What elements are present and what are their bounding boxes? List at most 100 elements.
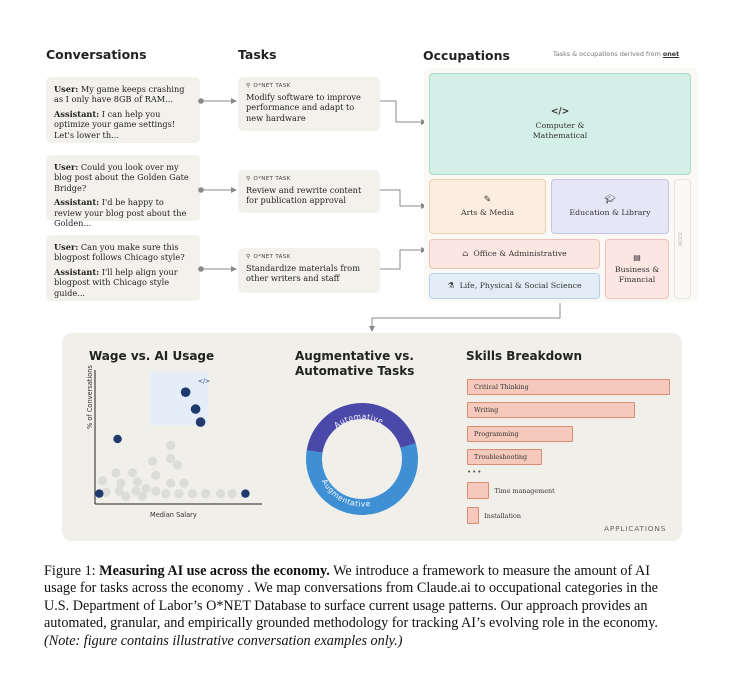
flask-icon: ⚗ bbox=[447, 281, 455, 290]
wage-chart-title: Wage vs. AI Usage bbox=[89, 349, 215, 363]
code-icon: </> bbox=[550, 107, 570, 117]
occupation-computer-mathematical: </> Computer & Mathematical bbox=[429, 73, 691, 175]
occupation-office-administrative: ⌂ Office & Administrative bbox=[429, 239, 600, 269]
scatter-point bbox=[166, 440, 176, 451]
highlight-point bbox=[95, 489, 104, 498]
caption-body: We introduce a framework to measure the … bbox=[44, 563, 658, 632]
donut-slice-automative bbox=[306, 403, 416, 453]
donut-slice-augmentative bbox=[306, 443, 418, 515]
skills-chart-title: Skills Breakdown bbox=[466, 349, 583, 363]
skill-label: Writing bbox=[474, 406, 499, 414]
arrow-head-icon bbox=[369, 326, 375, 332]
arrow-head-icon bbox=[231, 266, 237, 272]
connector-dot bbox=[198, 187, 204, 193]
scatter-point bbox=[200, 489, 211, 499]
arrow-head-icon bbox=[231, 98, 237, 104]
augment-chart-title: Augmentative vs. Automative Tasks bbox=[295, 349, 414, 379]
user-label: User: bbox=[54, 162, 79, 172]
scatter-point bbox=[116, 478, 126, 488]
connector-line bbox=[380, 100, 426, 123]
skill-label: Troubleshooting bbox=[474, 453, 528, 461]
occupation-education-library: 🎓︎ Education & Library bbox=[551, 179, 669, 234]
scatter-point bbox=[151, 486, 161, 496]
skill-bar bbox=[467, 402, 636, 418]
user-message: My game keeps crashing as I only have 8G… bbox=[54, 84, 185, 105]
skill-bar bbox=[467, 426, 573, 442]
scatter-point bbox=[172, 460, 182, 470]
caption-note: (Note: figure contains illustrative conv… bbox=[44, 632, 403, 649]
occupation-label: Business & Financial bbox=[614, 265, 660, 284]
scatter-point bbox=[137, 491, 148, 501]
scatter-point bbox=[187, 489, 197, 499]
scatter-point bbox=[215, 489, 226, 499]
skills-ellipsis: ••• bbox=[467, 468, 483, 476]
scatter-point bbox=[161, 489, 171, 499]
skill-bar bbox=[467, 449, 543, 465]
assistant-label: Assistant: bbox=[54, 197, 100, 208]
task-tag: O*NET TASK bbox=[253, 83, 291, 89]
scatter-point bbox=[98, 476, 108, 486]
augment-title-line1: Augmentative vs. bbox=[295, 349, 414, 363]
onet-logo: onet bbox=[662, 50, 680, 58]
scatter-point bbox=[131, 486, 141, 496]
scatter-point bbox=[151, 470, 161, 480]
augmentative-label: Augmentative bbox=[320, 478, 371, 509]
connector-line bbox=[371, 303, 561, 330]
tasks-header: Tasks bbox=[238, 47, 277, 62]
skill-bar bbox=[467, 379, 670, 395]
highlight-point bbox=[241, 489, 250, 498]
task-card-3: ⚲O*NET TASK Standardize materials from o… bbox=[238, 248, 380, 293]
conversations-header: Conversations bbox=[46, 47, 147, 62]
wrench-icon: ⚲ bbox=[246, 254, 251, 260]
connector-dot bbox=[198, 98, 204, 104]
occupation-small-cell: OCCU bbox=[674, 179, 691, 299]
occupation-label: Office & Administrative bbox=[473, 249, 567, 258]
occupation-label: Arts & Media bbox=[460, 208, 515, 217]
user-message: Can you make sure this blogpost follows … bbox=[54, 242, 185, 263]
highlight-point bbox=[113, 434, 122, 444]
highlight-region bbox=[150, 372, 208, 425]
skill-bar bbox=[467, 482, 490, 499]
connector-dot bbox=[198, 266, 204, 272]
code-icon: </> bbox=[198, 378, 210, 385]
arrow-head-icon bbox=[231, 187, 237, 193]
scatter-point bbox=[174, 489, 184, 499]
task-card-1: ⚲O*NET TASK Modify software to improve p… bbox=[238, 77, 380, 131]
scatter-point bbox=[179, 478, 189, 488]
assistant-message: I'd be happy to review your blog post ab… bbox=[54, 197, 187, 229]
brush-icon: ✎ bbox=[483, 195, 492, 205]
skill-bar bbox=[467, 507, 480, 524]
wage-chart-xlabel: Median Salary bbox=[150, 511, 197, 519]
occupations-header: Occupations bbox=[423, 48, 510, 63]
task-tag: O*NET TASK bbox=[253, 176, 291, 182]
skill-label: Programming bbox=[474, 430, 519, 438]
scatter-point bbox=[227, 489, 237, 499]
conversation-card-2: User: Could you look over my blog post a… bbox=[46, 155, 200, 228]
assistant-label: Assistant: bbox=[54, 108, 100, 119]
highlight-point bbox=[190, 404, 201, 414]
graduation-cap-icon: 🎓︎ bbox=[604, 195, 616, 205]
highlight-point bbox=[180, 387, 191, 397]
task-text: Modify software to improve performance a… bbox=[246, 92, 361, 123]
scatter-point bbox=[166, 478, 176, 488]
scatter-point bbox=[166, 453, 176, 464]
assistant-message: I can help you optimize your game settin… bbox=[54, 108, 176, 140]
connector-line bbox=[380, 249, 426, 270]
assistant-label: Assistant: bbox=[54, 266, 100, 277]
augment-title-line2: Automative Tasks bbox=[295, 364, 415, 378]
scatter-point bbox=[132, 477, 143, 487]
skill-label: Critical Thinking bbox=[474, 383, 529, 391]
user-label: User: bbox=[54, 84, 79, 94]
occupation-small-label: OCCU bbox=[679, 231, 685, 247]
wrench-icon: ⚲ bbox=[246, 176, 251, 182]
occupation-business-financial: ▤ Business & Financial bbox=[605, 239, 669, 299]
figure-caption: Figure 1: Measuring AI use across the ec… bbox=[44, 563, 684, 650]
caption-figure-label: Figure 1: bbox=[44, 563, 96, 579]
skill-label: Time management bbox=[494, 487, 555, 495]
scatter-point bbox=[141, 483, 151, 493]
occupation-label: Computer & Mathematical bbox=[532, 121, 588, 140]
wage-chart-ylabel: % of Conversations bbox=[86, 365, 94, 429]
ledger-icon: ▤ bbox=[633, 253, 641, 262]
occupation-label: Life, Physical & Social Science bbox=[459, 281, 582, 290]
skill-label: Installation bbox=[484, 512, 521, 520]
